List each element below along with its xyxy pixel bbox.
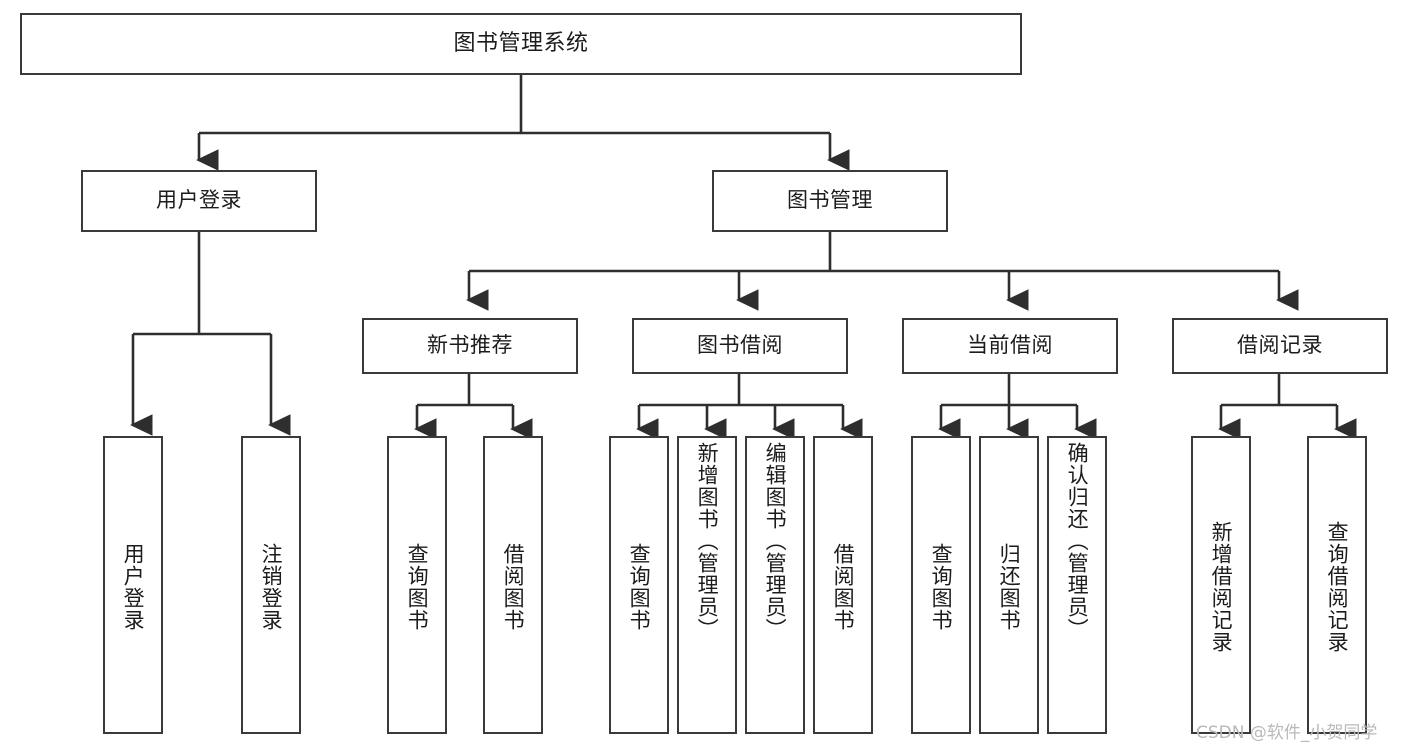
node-user-login[interactable]: 用户登录 bbox=[81, 170, 317, 232]
node-label: 用户登录 bbox=[156, 188, 242, 213]
node-label: 查询借阅记录 bbox=[1325, 521, 1350, 653]
leaf-recommend-query-book[interactable]: 查询图书 bbox=[387, 436, 447, 734]
node-label: 用户登录 bbox=[121, 543, 146, 631]
node-label: 借阅图书 bbox=[831, 543, 856, 631]
leaf-current-query-book[interactable]: 查询图书 bbox=[911, 436, 971, 734]
node-borrow-record[interactable]: 借阅记录 bbox=[1172, 318, 1388, 374]
node-current-borrow[interactable]: 当前借阅 bbox=[902, 318, 1118, 374]
leaf-current-return-book[interactable]: 归还图书 bbox=[979, 436, 1039, 734]
leaf-recommend-borrow-book[interactable]: 借阅图书 bbox=[483, 436, 543, 734]
node-label: 当前借阅 bbox=[967, 333, 1053, 358]
node-label: 图书管理系统 bbox=[453, 30, 589, 56]
leaf-user-logout[interactable]: 注销登录 bbox=[241, 436, 301, 734]
node-label: 查询图书 bbox=[405, 543, 430, 631]
node-label: 借阅图书 bbox=[501, 543, 526, 631]
node-label: 编辑图书（管理员） bbox=[763, 442, 788, 640]
csdn-watermark: CSDN @软件_小贺同学 bbox=[1196, 723, 1378, 743]
leaf-record-query-borrow-record[interactable]: 查询借阅记录 bbox=[1307, 436, 1367, 734]
node-new-book-recommend[interactable]: 新书推荐 bbox=[362, 318, 578, 374]
node-book-borrow[interactable]: 图书借阅 bbox=[632, 318, 848, 374]
leaf-borrow-lend-book[interactable]: 借阅图书 bbox=[813, 436, 873, 734]
leaf-borrow-add-book-admin[interactable]: 新增图书（管理员） bbox=[677, 436, 737, 734]
leaf-borrow-query-book[interactable]: 查询图书 bbox=[609, 436, 669, 734]
node-label: 注销登录 bbox=[259, 543, 284, 631]
leaf-current-confirm-return-admin[interactable]: 确认归还（管理员） bbox=[1047, 436, 1107, 734]
node-label: 新增图书（管理员） bbox=[695, 442, 720, 640]
node-label: 查询图书 bbox=[627, 543, 652, 631]
node-label: 查询图书 bbox=[929, 543, 954, 631]
leaf-borrow-edit-book-admin[interactable]: 编辑图书（管理员） bbox=[745, 436, 805, 734]
node-label: 归还图书 bbox=[997, 543, 1022, 631]
leaf-record-add-borrow-record[interactable]: 新增借阅记录 bbox=[1191, 436, 1251, 734]
node-label: 图书管理 bbox=[787, 188, 873, 213]
node-label: 新书推荐 bbox=[427, 333, 513, 358]
node-label: 借阅记录 bbox=[1237, 333, 1323, 358]
node-label: 新增借阅记录 bbox=[1209, 521, 1234, 653]
node-root-system[interactable]: 图书管理系统 bbox=[20, 13, 1022, 75]
node-label: 确认归还（管理员） bbox=[1065, 442, 1090, 640]
node-book-management[interactable]: 图书管理 bbox=[712, 170, 948, 232]
node-label: 图书借阅 bbox=[697, 333, 783, 358]
leaf-user-login[interactable]: 用户登录 bbox=[103, 436, 163, 734]
